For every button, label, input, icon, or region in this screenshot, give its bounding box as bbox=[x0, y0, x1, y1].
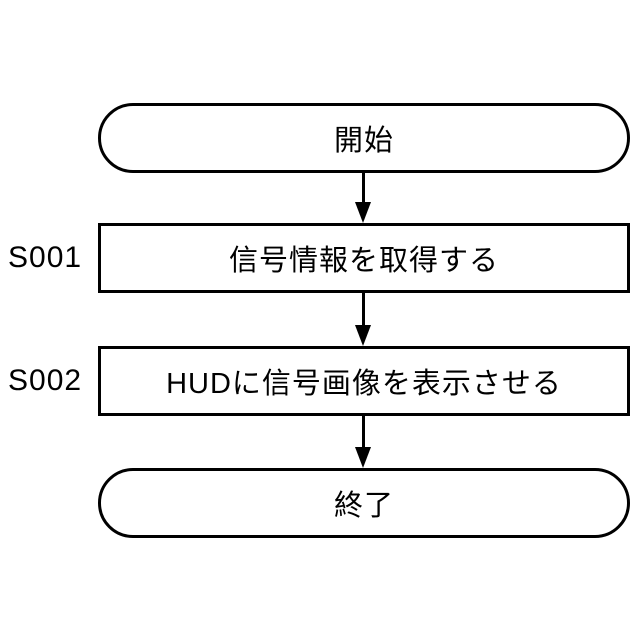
arrow-shaft bbox=[362, 415, 365, 449]
process-box-label: 信号情報を取得する bbox=[228, 245, 499, 277]
flow-arrow-start-to-s001 bbox=[355, 172, 372, 223]
process-box-s002: HUDに信号画像を表示させる bbox=[98, 346, 630, 416]
start-terminator: 開始 bbox=[98, 103, 630, 173]
step-id-label-s002: S002 bbox=[8, 346, 94, 416]
flow-arrow-s001-to-s002 bbox=[355, 292, 372, 346]
arrow-head-icon bbox=[355, 447, 371, 468]
arrow-head-icon bbox=[355, 202, 371, 223]
arrow-shaft bbox=[362, 292, 365, 327]
end-terminator: 終了 bbox=[98, 468, 630, 538]
flow-arrow-s002-to-end bbox=[355, 415, 372, 468]
step-id-text: S001 bbox=[8, 241, 83, 274]
step-id-label-s001: S001 bbox=[8, 223, 94, 293]
end-terminator-label: 終了 bbox=[333, 490, 394, 522]
arrow-head-icon bbox=[355, 325, 371, 346]
step-id-text: S002 bbox=[8, 364, 83, 397]
process-box-s001: 信号情報を取得する bbox=[98, 223, 630, 293]
arrow-shaft bbox=[362, 172, 365, 204]
process-box-label: HUDに信号画像を表示させる bbox=[166, 368, 562, 400]
start-terminator-label: 開始 bbox=[333, 125, 394, 157]
